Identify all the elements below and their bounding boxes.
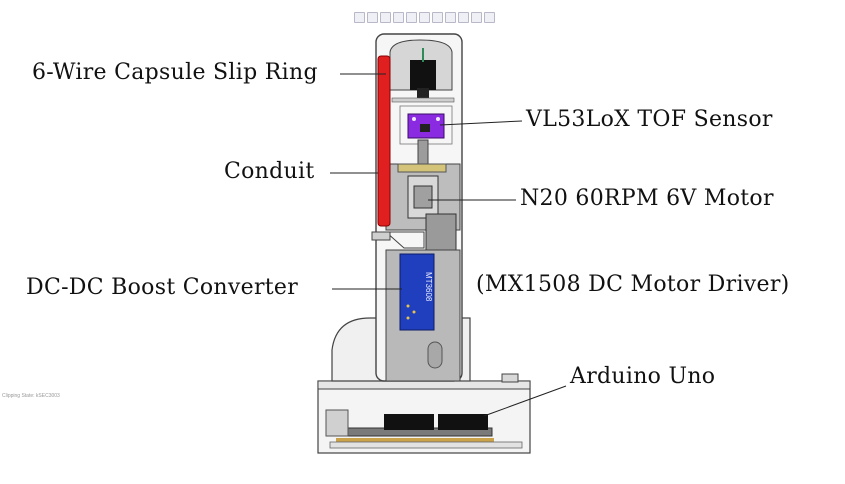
base-floor: [329, 441, 523, 449]
side-screw: [371, 231, 391, 241]
slip-ring-body: [410, 60, 436, 90]
tof-chip: [420, 124, 430, 132]
viewer-toolbar: [354, 12, 495, 23]
clipping-state-text: Clipping State: kSEC3003: [2, 393, 60, 399]
toolbar-button-icon[interactable]: [419, 12, 430, 23]
label-tof-sensor: VL53LoX TOF Sensor: [526, 107, 773, 132]
board-via-2: [412, 310, 416, 314]
base-standoff: [325, 409, 349, 437]
leader-tof: [439, 120, 523, 126]
gear-plate: [397, 163, 447, 173]
leader-arduino: [483, 385, 567, 417]
conduit-tube: [377, 55, 391, 227]
base-lip: [317, 380, 531, 390]
boost-converter-board: [399, 253, 435, 331]
toolbar-button-icon[interactable]: [458, 12, 469, 23]
label-conduit: Conduit: [224, 159, 315, 184]
board-via-1: [406, 304, 410, 308]
toolbar-button-icon[interactable]: [380, 12, 391, 23]
base-knob: [501, 373, 519, 383]
arduino-header-right: [438, 414, 488, 430]
arduino-pins: [336, 438, 494, 442]
board-marking: MT3608: [424, 272, 433, 302]
cable-slot: [427, 341, 443, 369]
board-via-3: [406, 316, 410, 320]
toolbar-button-icon[interactable]: [393, 12, 404, 23]
mount-wedge: [384, 231, 425, 249]
toolbar-button-icon[interactable]: [432, 12, 443, 23]
upper-divider: [391, 97, 455, 103]
label-slip-ring: 6-Wire Capsule Slip Ring: [32, 60, 318, 85]
toolbar-button-icon[interactable]: [354, 12, 365, 23]
label-motor-driver: (MX1508 DC Motor Driver): [476, 272, 790, 297]
label-motor: N20 60RPM 6V Motor: [520, 186, 774, 211]
toolbar-button-icon[interactable]: [445, 12, 456, 23]
motor-gearbox: [413, 185, 433, 209]
arduino-header-left: [384, 414, 434, 430]
motor-mount: [425, 213, 457, 251]
toolbar-button-icon[interactable]: [471, 12, 482, 23]
toolbar-button-icon[interactable]: [484, 12, 495, 23]
label-boost-converter: DC-DC Boost Converter: [26, 275, 299, 300]
tof-hole-2: [436, 117, 440, 121]
tof-hole-1: [412, 117, 416, 121]
label-arduino: Arduino Uno: [570, 364, 716, 389]
toolbar-button-icon[interactable]: [367, 12, 378, 23]
toolbar-button-icon[interactable]: [406, 12, 417, 23]
